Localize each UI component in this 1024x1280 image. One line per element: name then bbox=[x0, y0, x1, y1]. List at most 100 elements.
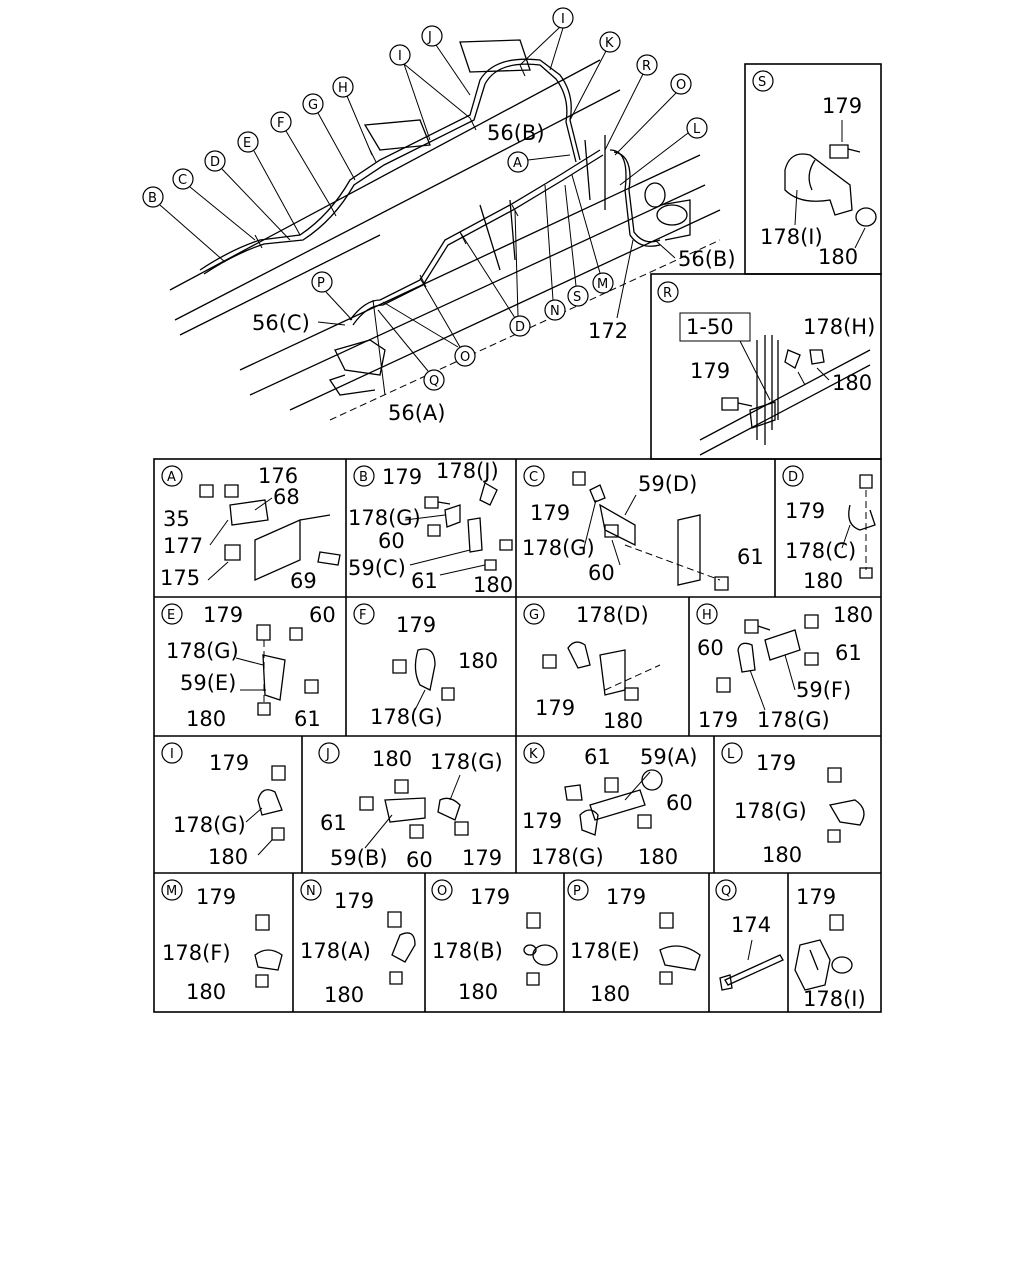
svg-text:69: 69 bbox=[290, 569, 317, 593]
callout-G: G bbox=[302, 93, 356, 181]
svg-text:180: 180 bbox=[324, 983, 364, 1007]
panel-E: E 179 60 178(G) 59(E) 180 61 bbox=[161, 603, 336, 731]
svg-text:J: J bbox=[325, 747, 330, 762]
label-56B-top: 56(B) bbox=[487, 121, 545, 145]
svg-text:59(F): 59(F) bbox=[796, 678, 851, 702]
svg-text:179: 179 bbox=[535, 696, 575, 720]
callout-D-bottom: D bbox=[459, 209, 531, 337]
svg-text:S: S bbox=[758, 75, 766, 90]
panel-178I: 179 178(I) bbox=[794, 885, 866, 1011]
svg-text:178(F): 178(F) bbox=[162, 941, 231, 965]
svg-text:176: 176 bbox=[258, 464, 298, 488]
callout-H: H bbox=[332, 76, 373, 156]
label-56C: 56(C) bbox=[252, 311, 310, 335]
svg-text:180: 180 bbox=[638, 845, 678, 869]
svg-text:174: 174 bbox=[731, 913, 771, 937]
svg-text:178(G): 178(G) bbox=[348, 506, 421, 530]
svg-text:I: I bbox=[561, 12, 565, 27]
callout-E: E bbox=[237, 131, 301, 236]
panel-K: K 61 59(A) 60 179 178(G) 180 bbox=[522, 742, 697, 869]
svg-text:60: 60 bbox=[378, 529, 405, 553]
svg-text:R: R bbox=[663, 286, 672, 301]
svg-text:Q: Q bbox=[429, 374, 439, 389]
svg-text:Q: Q bbox=[721, 884, 731, 899]
callout-D-top: D bbox=[204, 150, 291, 241]
svg-text:178(G): 178(G) bbox=[173, 813, 246, 837]
svg-text:I: I bbox=[398, 49, 402, 64]
svg-text:178(A): 178(A) bbox=[300, 939, 371, 963]
svg-text:59(E): 59(E) bbox=[180, 671, 236, 695]
svg-text:180: 180 bbox=[833, 603, 873, 627]
svg-text:G: G bbox=[529, 608, 539, 623]
panel-A: A 176 68 35 177 175 69 bbox=[160, 464, 341, 593]
svg-text:E: E bbox=[243, 136, 251, 151]
svg-text:178(C): 178(C) bbox=[785, 539, 856, 563]
callout-A: A bbox=[507, 151, 571, 173]
svg-text:179: 179 bbox=[522, 809, 562, 833]
label-172: 172 bbox=[588, 319, 628, 343]
svg-text:J: J bbox=[427, 30, 432, 45]
svg-text:175: 175 bbox=[160, 566, 200, 590]
svg-text:178(G): 178(G) bbox=[370, 705, 443, 729]
svg-text:M: M bbox=[597, 277, 608, 292]
panel-P: P 179 178(E) 180 bbox=[567, 879, 701, 1006]
svg-text:K: K bbox=[529, 747, 538, 762]
svg-text:180: 180 bbox=[803, 569, 843, 593]
svg-text:61: 61 bbox=[320, 811, 347, 835]
svg-text:179: 179 bbox=[822, 94, 862, 118]
svg-text:I: I bbox=[170, 747, 174, 762]
svg-text:179: 179 bbox=[606, 885, 646, 909]
panel-C: C 59(D) 179 178(G) 60 61 bbox=[522, 465, 764, 591]
svg-text:61: 61 bbox=[835, 641, 862, 665]
svg-text:59(D): 59(D) bbox=[638, 472, 697, 496]
svg-text:D: D bbox=[788, 470, 798, 485]
svg-text:M: M bbox=[166, 884, 177, 899]
panel-frames bbox=[153, 63, 882, 1013]
svg-text:178(G): 178(G) bbox=[430, 750, 503, 774]
svg-text:H: H bbox=[338, 81, 348, 96]
svg-text:35: 35 bbox=[163, 507, 190, 531]
svg-text:61: 61 bbox=[737, 545, 764, 569]
label-56B-right: 56(B) bbox=[678, 247, 736, 271]
svg-text:179: 179 bbox=[796, 885, 836, 909]
svg-text:61: 61 bbox=[294, 707, 321, 731]
callout-R: R bbox=[604, 54, 658, 151]
svg-text:61: 61 bbox=[411, 569, 438, 593]
panel-R: R 1-50 178(H) 179 180 bbox=[657, 281, 875, 456]
svg-text:O: O bbox=[460, 350, 470, 365]
svg-text:180: 180 bbox=[186, 707, 226, 731]
svg-text:178(G): 178(G) bbox=[166, 639, 239, 663]
svg-text:180: 180 bbox=[186, 980, 226, 1004]
panel-G: G 178(D) 179 180 bbox=[523, 603, 661, 733]
svg-text:179: 179 bbox=[334, 889, 374, 913]
svg-text:180: 180 bbox=[590, 982, 630, 1006]
svg-text:179: 179 bbox=[209, 751, 249, 775]
svg-text:B: B bbox=[359, 470, 368, 485]
svg-text:60: 60 bbox=[309, 603, 336, 627]
svg-text:N: N bbox=[550, 304, 560, 319]
callout-O-top: O bbox=[614, 73, 692, 156]
svg-text:178(B): 178(B) bbox=[432, 939, 503, 963]
label-56A: 56(A) bbox=[388, 401, 445, 425]
svg-text:59(A): 59(A) bbox=[640, 745, 697, 769]
svg-text:E: E bbox=[167, 608, 175, 623]
panel-H: H 180 60 61 59(F) 179 178(G) bbox=[696, 603, 873, 732]
callout-P: P bbox=[311, 271, 353, 321]
svg-text:R: R bbox=[642, 59, 651, 74]
svg-text:60: 60 bbox=[406, 848, 433, 872]
panel-I: I 179 178(G) 180 bbox=[161, 742, 286, 869]
svg-text:180: 180 bbox=[372, 747, 412, 771]
panel-D: D 179 178(C) 180 bbox=[782, 465, 876, 593]
svg-text:178(I): 178(I) bbox=[760, 225, 823, 249]
svg-text:178(G): 178(G) bbox=[734, 799, 807, 823]
main-chassis-view bbox=[169, 39, 721, 421]
main-callouts: B C D E F G H I J I K R O L A N S M P Q … bbox=[142, 7, 708, 391]
svg-text:60: 60 bbox=[697, 636, 724, 660]
svg-text:179: 179 bbox=[785, 499, 825, 523]
svg-text:178(I): 178(I) bbox=[803, 987, 866, 1011]
svg-text:180: 180 bbox=[762, 843, 802, 867]
callout-N: N bbox=[544, 184, 566, 321]
panel-S: S 179 178(I) 180 bbox=[752, 70, 877, 269]
svg-text:D: D bbox=[515, 320, 525, 335]
